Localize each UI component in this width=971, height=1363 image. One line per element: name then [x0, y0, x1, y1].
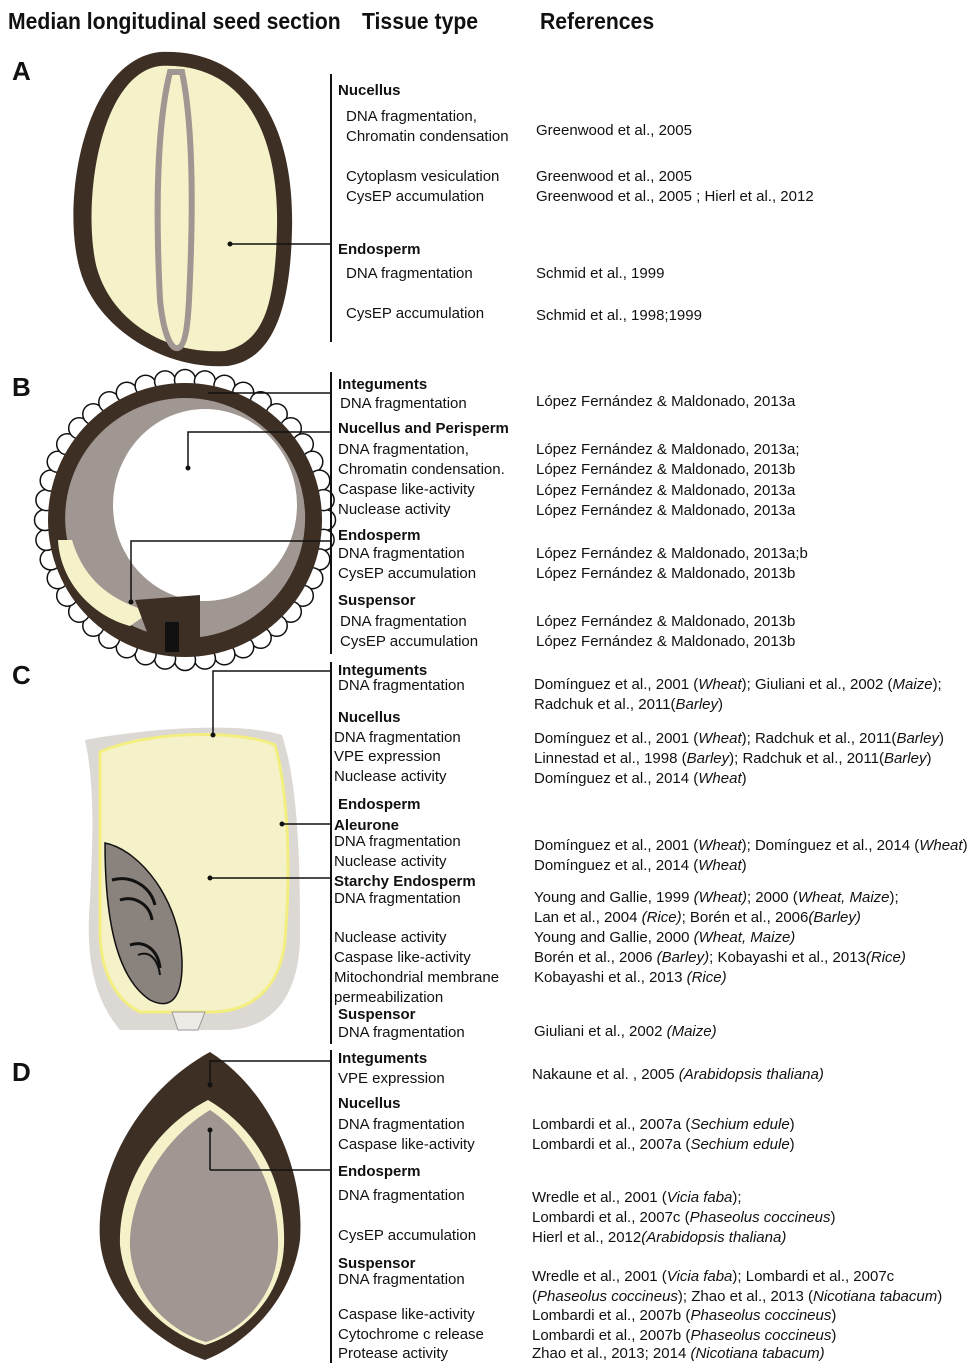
b-nucellus-item: Chromatin condensation. — [338, 461, 505, 479]
d-reference: Lombardi et al., 2007a (Sechium edule) — [532, 1136, 795, 1154]
c-starchy-item: permeabilization — [334, 989, 443, 1007]
a-nucellus-item: Cytoplasm vesiculation — [346, 168, 499, 186]
d-nucellus-item: Caspase like-activity — [338, 1136, 475, 1154]
c-reference: Domínguez et al., 2001 (Wheat); Domíngue… — [534, 837, 968, 855]
d-suspensor-item: DNA fragmentation — [338, 1271, 465, 1289]
b-endosperm-item: DNA fragmentation — [338, 545, 465, 563]
d-suspensor-item: Caspase like-activity — [338, 1306, 475, 1324]
seed-section-a — [73, 52, 292, 366]
a-endosperm-heading: Endosperm — [338, 241, 421, 259]
c-reference: Borén et al., 2006 (Barley); Kobayashi e… — [534, 949, 906, 967]
b-reference: López Fernández & Maldonado, 2013b — [536, 461, 795, 479]
a-endosperm-item: CysEP accumulation — [346, 305, 484, 323]
a-reference: Greenwood et al., 2005 ; Hierl et al., 2… — [536, 188, 814, 206]
a-reference: Schmid et al., 1999 — [536, 265, 664, 283]
b-nucellus-item: Nuclease activity — [338, 501, 451, 519]
c-starchy-heading: Starchy Endosperm — [334, 873, 476, 891]
d-integuments-item: VPE expression — [338, 1070, 445, 1088]
c-reference: Linnestad et al., 1998 (Barley); Radchuk… — [534, 750, 931, 768]
b-nucellus-heading: Nucellus and Perisperm — [338, 420, 509, 438]
c-reference: Domínguez et al., 2014 (Wheat) — [534, 857, 747, 875]
d-endosperm-item: CysEP accumulation — [338, 1227, 476, 1245]
c-reference: Domínguez et al., 2014 (Wheat) — [534, 770, 747, 788]
a-endosperm-item: DNA fragmentation — [346, 265, 473, 283]
c-starchy-item: Nuclease activity — [334, 929, 447, 947]
d-reference: Hierl et al., 2012(Arabidopsis thaliana) — [532, 1229, 786, 1247]
c-reference: Domínguez et al., 2001 (Wheat); Radchuk … — [534, 730, 944, 748]
d-reference: Wredle et al., 2001 (Vicia faba); Lombar… — [532, 1268, 894, 1286]
seed-section-b — [35, 370, 336, 671]
b-endosperm-heading: Endosperm — [338, 527, 421, 545]
b-reference: López Fernández & Maldonado, 2013b — [536, 565, 795, 583]
c-reference: Kobayashi et al., 2013 (Rice) — [534, 969, 727, 987]
divider-c — [330, 662, 332, 1044]
c-integuments-item: DNA fragmentation — [338, 677, 465, 695]
b-reference: López Fernández & Maldonado, 2013a — [536, 482, 795, 500]
seed-section-d — [100, 1052, 301, 1360]
b-reference: López Fernández & Maldonado, 2013b — [536, 633, 795, 651]
c-nucellus-item: DNA fragmentation — [334, 729, 461, 747]
d-suspensor-item: Cytochrome c release — [338, 1326, 484, 1344]
d-reference: Nakaune et al. , 2005 (Arabidopsis thali… — [532, 1066, 824, 1084]
a-nucellus-item: CysEP accumulation — [346, 188, 484, 206]
d-reference: (Phaseolus coccineus); Zhao et al., 2013… — [532, 1288, 942, 1306]
b-integuments-item: DNA fragmentation — [340, 395, 467, 413]
c-aleurone-item: Nuclease activity — [334, 853, 447, 871]
b-reference: López Fernández & Maldonado, 2013a; — [536, 441, 800, 459]
d-nucellus-heading: Nucellus — [338, 1095, 401, 1113]
b-nucellus-item: Caspase like-activity — [338, 481, 475, 499]
d-reference: Lombardi et al., 2007c (Phaseolus coccin… — [532, 1209, 836, 1227]
divider-b — [330, 372, 332, 654]
a-reference: Schmid et al., 1998;1999 — [536, 307, 702, 325]
c-reference: Giuliani et al., 2002 (Maize) — [534, 1023, 717, 1041]
d-reference: Lombardi et al., 2007b (Phaseolus coccin… — [532, 1327, 836, 1345]
b-suspensor-item: CysEP accumulation — [340, 633, 478, 651]
c-starchy-item: Caspase like-activity — [334, 949, 471, 967]
d-reference: Lombardi et al., 2007a (Sechium edule) — [532, 1116, 795, 1134]
d-integuments-heading: Integuments — [338, 1050, 427, 1068]
c-reference: Radchuk et al., 2011(Barley) — [534, 696, 723, 714]
c-nucellus-heading: Nucellus — [338, 709, 401, 727]
d-endosperm-item: DNA fragmentation — [338, 1187, 465, 1205]
b-reference: López Fernández & Maldonado, 2013b — [536, 613, 795, 631]
b-reference: López Fernández & Maldonado, 2013a — [536, 502, 795, 520]
d-endosperm-heading: Endosperm — [338, 1163, 421, 1181]
c-reference: Lan et al., 2004 (Rice); Borén et al., 2… — [534, 909, 861, 927]
b-suspensor-heading: Suspensor — [338, 592, 416, 610]
c-nucellus-item: VPE expression — [334, 748, 441, 766]
c-starchy-item: Mitochondrial membrane — [334, 969, 499, 987]
seed-section-c — [85, 728, 300, 1030]
b-reference: López Fernández & Maldonado, 2013a — [536, 393, 795, 411]
b-reference: López Fernández & Maldonado, 2013a;b — [536, 545, 808, 563]
b-endosperm-item: CysEP accumulation — [338, 565, 476, 583]
d-nucellus-item: DNA fragmentation — [338, 1116, 465, 1134]
c-aleurone-item: DNA fragmentation — [334, 833, 461, 851]
a-nucellus-heading: Nucellus — [338, 82, 401, 100]
b-nucellus-item: DNA fragmentation, — [338, 441, 469, 459]
divider-d — [330, 1050, 332, 1363]
divider-a — [330, 74, 332, 342]
d-suspensor-item: Protease activity — [338, 1345, 448, 1363]
c-reference: Young and Gallie, 1999 (Wheat); 2000 (Wh… — [534, 889, 899, 907]
c-reference: Young and Gallie, 2000 (Wheat, Maize) — [534, 929, 795, 947]
c-reference: Domínguez et al., 2001 (Wheat); Giuliani… — [534, 676, 942, 694]
c-nucellus-item: Nuclease activity — [334, 768, 447, 786]
d-reference: Wredle et al., 2001 (Vicia faba); — [532, 1189, 742, 1207]
b-integuments-heading: Integuments — [338, 376, 427, 394]
c-suspensor-heading: Suspensor — [338, 1006, 416, 1024]
a-nucellus-item: Chromatin condensation — [346, 128, 509, 146]
c-suspensor-item: DNA fragmentation — [338, 1024, 465, 1042]
c-starchy-item: DNA fragmentation — [334, 890, 461, 908]
a-nucellus-item: DNA fragmentation, — [346, 108, 477, 126]
a-reference: Greenwood et al., 2005 — [536, 168, 692, 186]
a-reference: Greenwood et al., 2005 — [536, 122, 692, 140]
d-reference: Zhao et al., 2013; 2014 (Nicotiana tabac… — [532, 1345, 825, 1363]
b-suspensor-item: DNA fragmentation — [340, 613, 467, 631]
c-endosperm-heading: Endosperm — [338, 796, 421, 814]
d-reference: Lombardi et al., 2007b (Phaseolus coccin… — [532, 1307, 836, 1325]
